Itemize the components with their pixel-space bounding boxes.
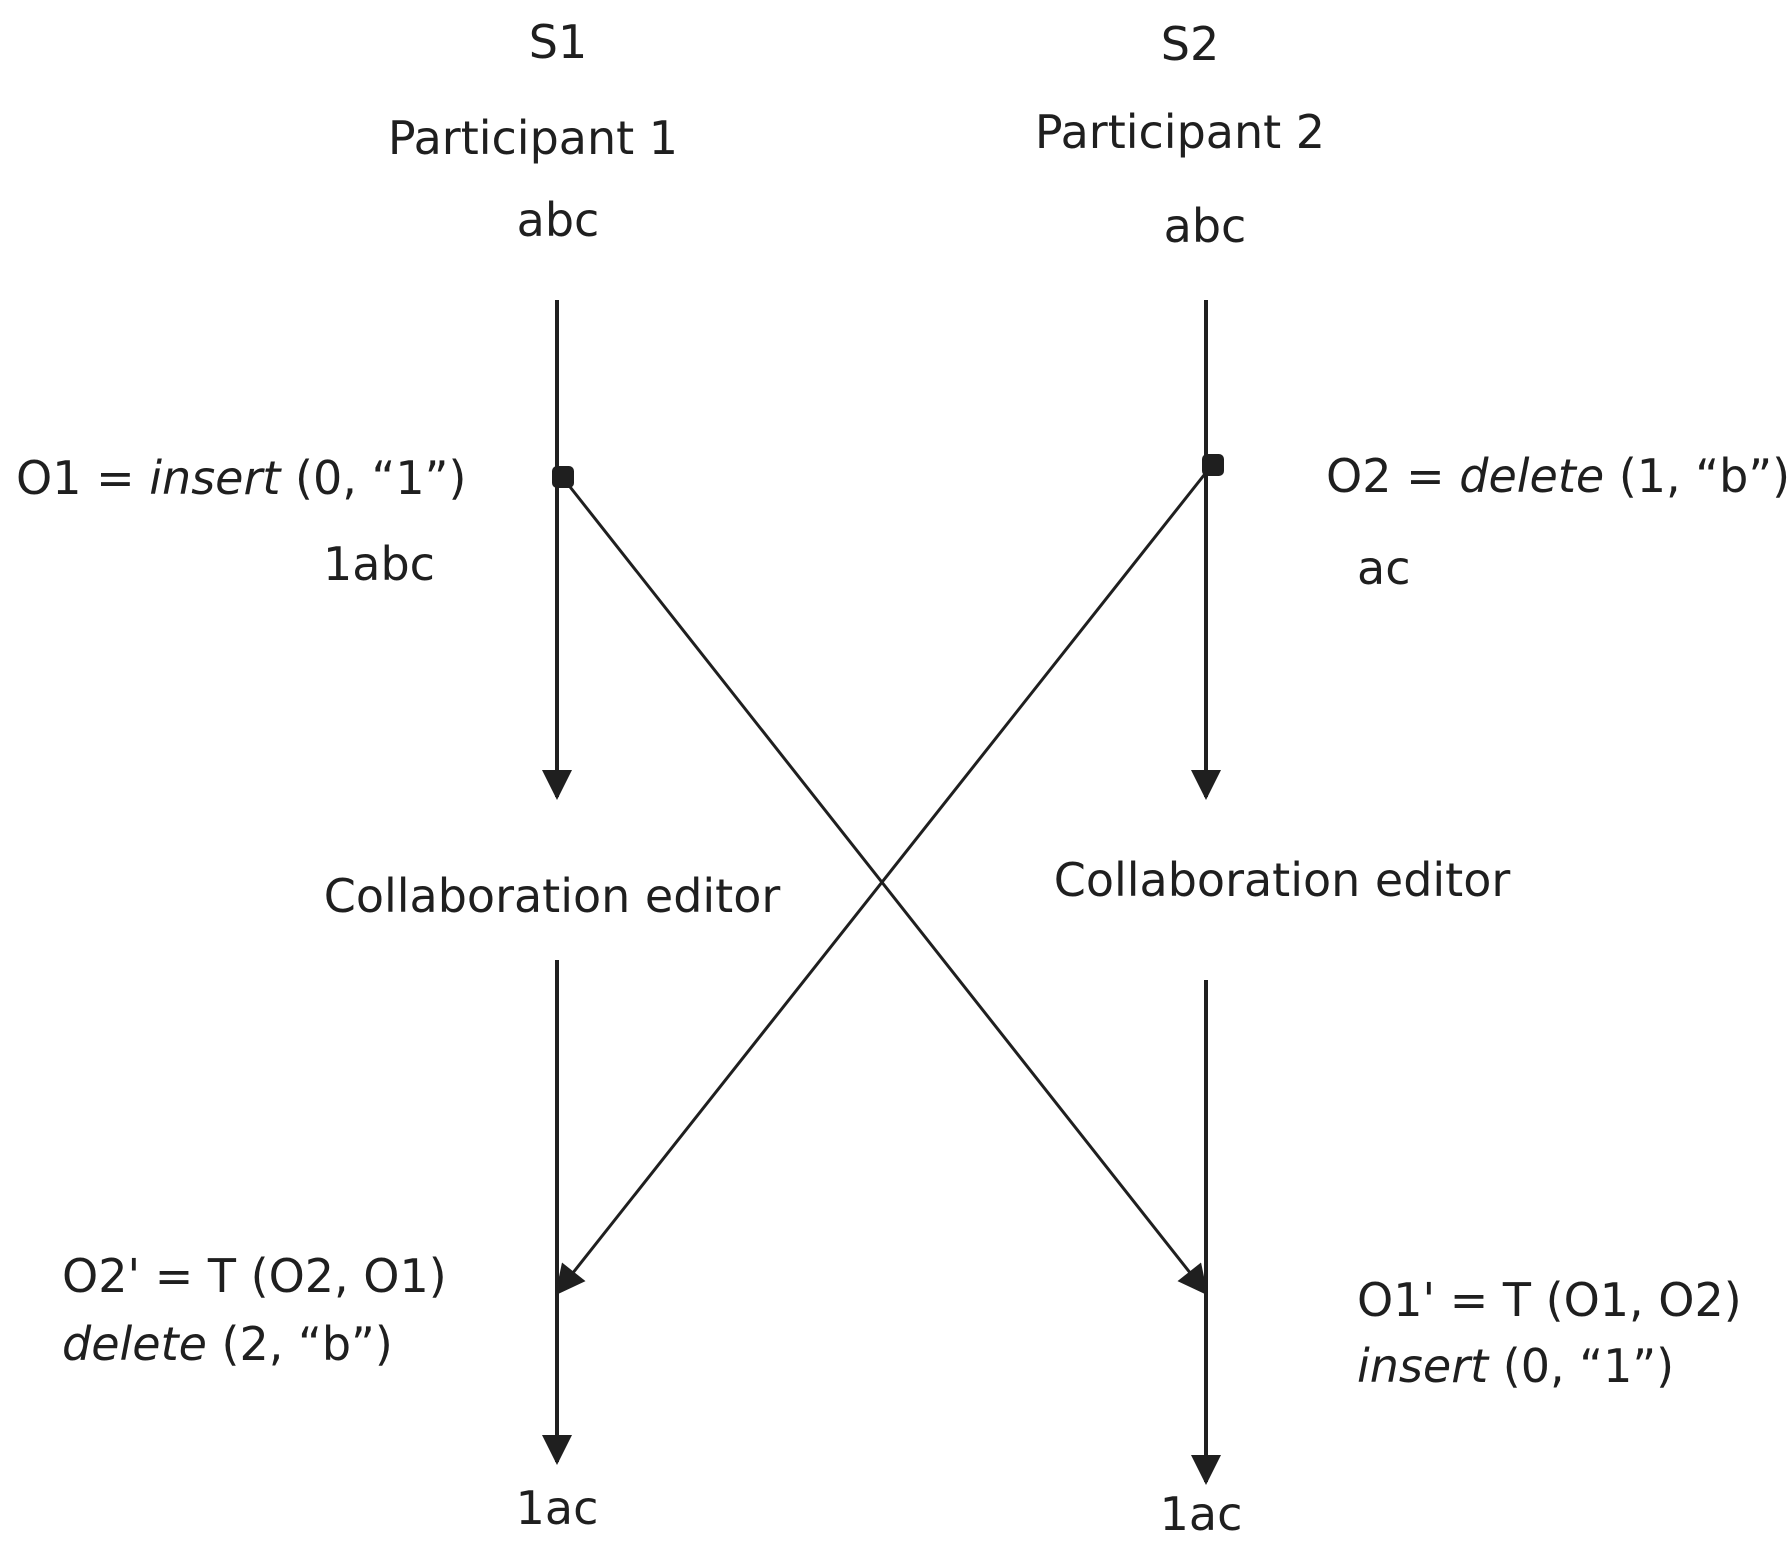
participant-1-label: Participant 1 [387,111,679,165]
o2-args: (1, “b”) [1604,449,1790,503]
participant-2-label: Participant 2 [1034,105,1326,159]
o2-name: O2 [1326,449,1392,503]
o1-eq: = [81,451,150,505]
o1-prime-args: (0, “1”) [1488,1339,1675,1393]
participant-1-final-text: 1ac [515,1481,599,1535]
site-s2-label: S2 [1160,17,1220,71]
right-collaboration-editor-label: Collaboration editor [1053,853,1511,907]
o1-event-point [552,466,574,488]
o2-prime-args: (2, “b”) [206,1317,393,1371]
participant-1-after-op-text: 1abc [323,537,435,591]
o2-prime-func: delete [62,1317,207,1371]
participant-1-initial-text: abc [516,193,600,247]
participant-2-final-text: 1ac [1159,1487,1243,1541]
o1-prime-operation-label: insert (0, “1”) [1357,1338,1674,1394]
o2-prime-operation-label: delete (2, “b”) [62,1316,393,1372]
left-collaboration-editor-label: Collaboration editor [323,869,781,923]
o1-func: insert [149,451,281,505]
o1-prime-func: insert [1357,1339,1489,1393]
o1-prime-transform-label: O1' = T (O1, O2) [1357,1273,1742,1327]
o2-func: delete [1459,449,1605,503]
o1-args: (0, “1”) [280,451,467,505]
o2-prime-transform-label: O2' = T (O2, O1) [62,1249,447,1303]
o2-propagation-arrow [555,464,1214,1296]
o2-event-point [1202,454,1224,476]
o1-name: O1 [16,451,82,505]
o2-eq: = [1391,449,1460,503]
o1-operation-label: O1 = insert (0, “1”) [16,450,466,506]
participant-2-initial-text: abc [1163,199,1247,253]
o2-operation-label: O2 = delete (1, “b”) [1326,448,1790,504]
site-s1-label: S1 [528,15,588,69]
participant-2-after-op-text: ac [1357,541,1411,595]
o1-propagation-arrow [561,477,1208,1296]
